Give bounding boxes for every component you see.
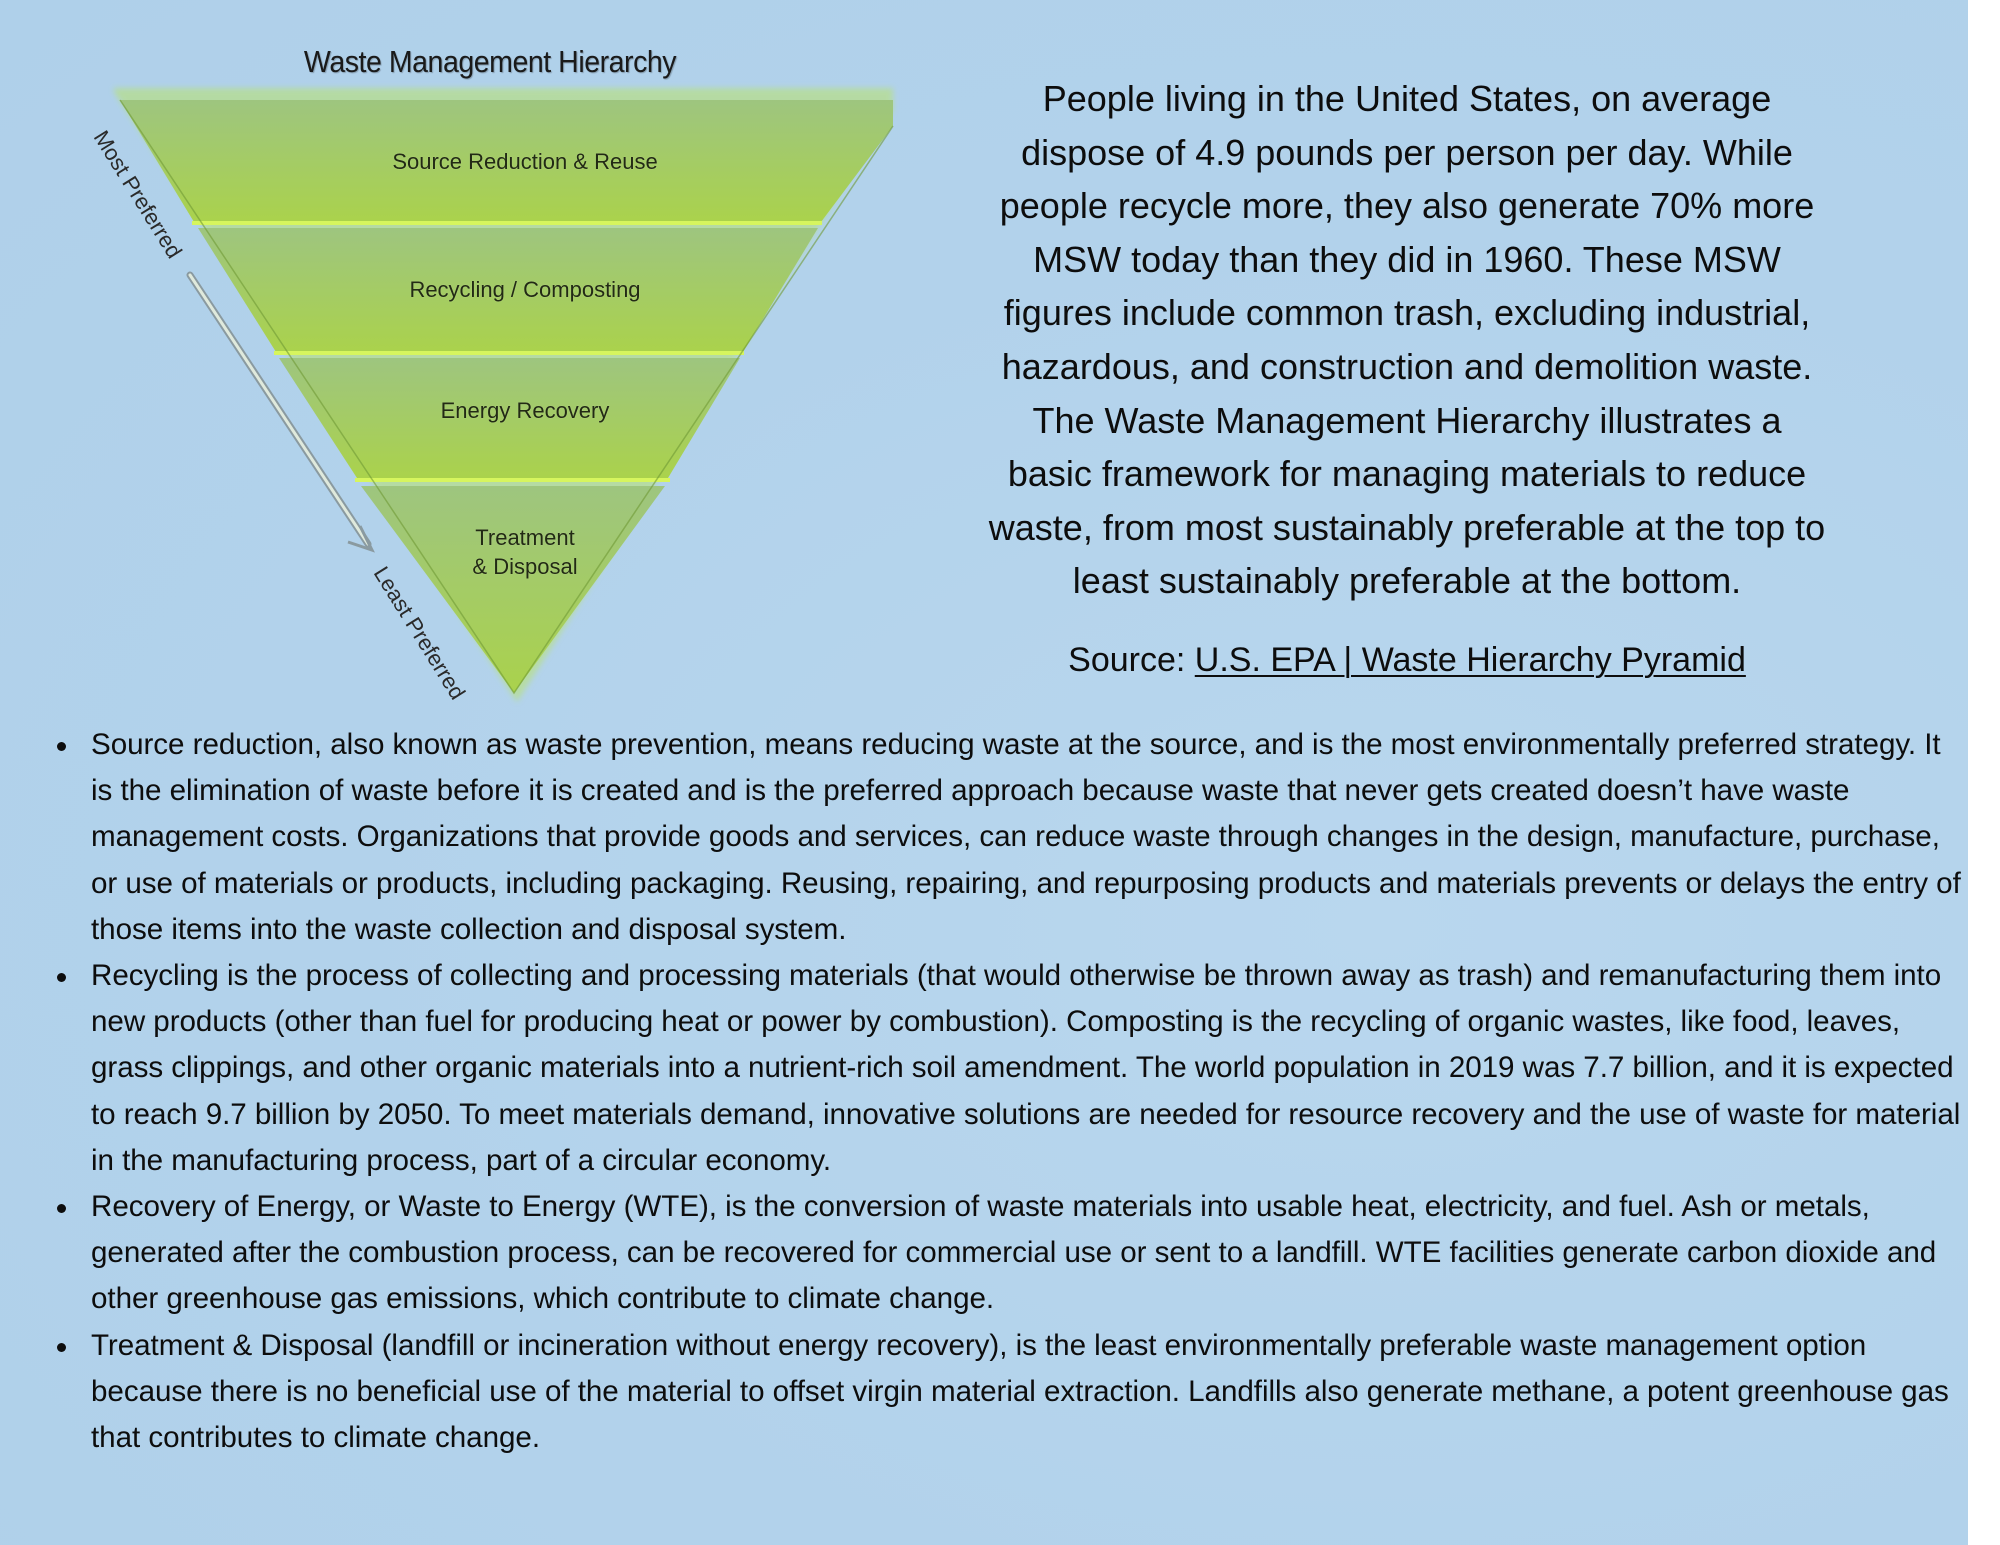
intro-line: The Waste Management Hierarchy illustrat…	[1032, 399, 1782, 441]
bullet-icon	[57, 1204, 66, 1214]
intro-line: MSW today than they did in 1960. These M…	[1033, 238, 1781, 280]
band-source-reduction	[120, 100, 893, 225]
list-item-source-reduction: Source reduction, also known as waste pr…	[57, 722, 1968, 953]
intro-line: people recycle more, they also generate …	[999, 185, 1815, 227]
source-prefix: Source:	[1068, 641, 1195, 679]
bullet-icon	[57, 973, 66, 983]
list-item-text: Treatment & Disposal (landfill or incine…	[91, 1328, 1949, 1455]
band-label-treatment: Treatment & Disposal	[395, 523, 655, 581]
intro-line: basic framework for managing materials t…	[1007, 453, 1807, 495]
intro-line: waste, from most sustainably preferable …	[988, 506, 1826, 548]
band-label-recycling: Recycling / Composting	[409, 277, 641, 302]
band-label-source-reduction: Source Reduction & Reuse	[392, 149, 658, 174]
list-item-text: Recycling is the process of collecting a…	[91, 959, 1961, 1177]
bullet-icon	[57, 742, 66, 751]
list-item-energy-recovery: Recovery of Energy, or Waste to Energy (…	[57, 1184, 1968, 1323]
intro-line: least sustainably preferable at the bott…	[1072, 560, 1742, 602]
intro-paragraph: People living in the United States, on a…	[940, 72, 1874, 608]
source-link[interactable]: U.S. EPA | Waste Hierarchy Pyramid	[1194, 641, 1746, 679]
source-citation: Source: U.S. EPA | Waste Hierarchy Pyram…	[940, 640, 1874, 680]
band-label-energy-recovery: Energy Recovery	[440, 398, 610, 423]
bullet-icon	[57, 1342, 66, 1352]
figure-title: Waste Management Hierarchy	[303, 44, 677, 79]
list-item-text: Recovery of Energy, or Waste to Energy (…	[91, 1190, 1937, 1316]
band-label-treatment-line1: Treatment	[475, 525, 575, 550]
band-energy-recovery	[279, 358, 740, 482]
intro-line: dispose of 4.9 pounds per person per day…	[1021, 131, 1793, 173]
band-recycling	[198, 228, 818, 355]
band-treatment-disposal	[361, 486, 665, 693]
list-item-treatment-disposal: Treatment & Disposal (landfill or incine…	[57, 1323, 1968, 1462]
bullet-list: Source reduction, also known as waste pr…	[0, 722, 1968, 1461]
intro-line: People living in the United States, on a…	[1042, 78, 1772, 119]
arrow-down-right-icon	[186, 271, 375, 553]
inverted-pyramid-graphic	[114, 88, 894, 702]
band-label-treatment-line2: & Disposal	[472, 554, 578, 579]
waste-hierarchy-figure: Waste Management Hierarchy Source Reduct…	[80, 30, 900, 720]
list-item-text: Source reduction, also known as waste pr…	[91, 728, 1961, 946]
list-item-recycling: Recycling is the process of collecting a…	[57, 953, 1968, 1184]
intro-line: figures include common trash, excluding …	[1003, 292, 1811, 334]
intro-line: hazardous, and construction and demoliti…	[1001, 345, 1813, 387]
